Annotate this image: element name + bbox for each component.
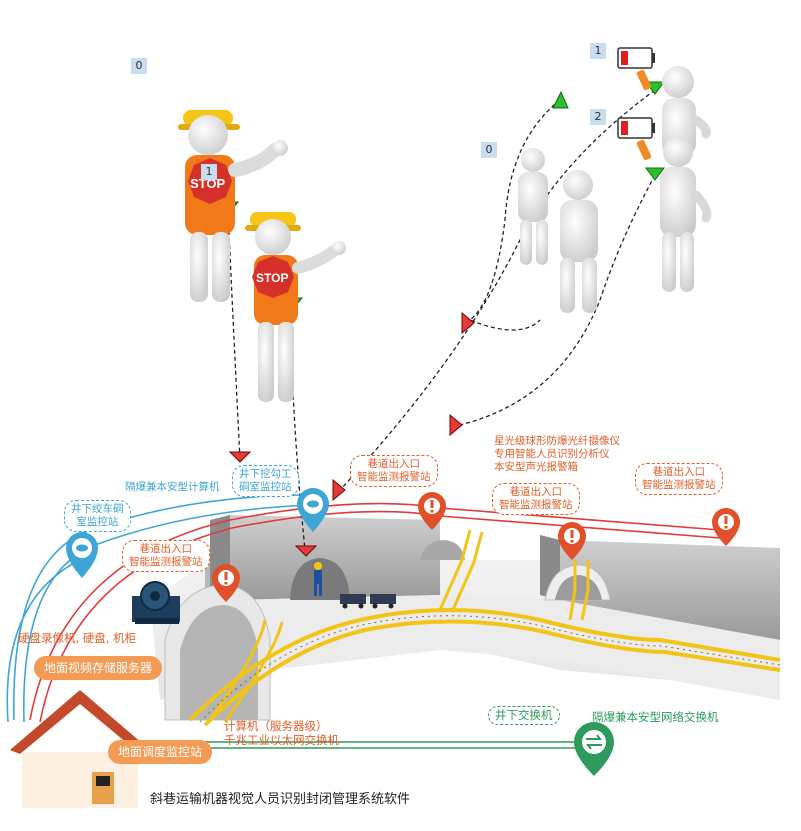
counter-middle-right: 0 [481, 142, 497, 158]
alarm-marker-icon [212, 492, 740, 602]
counter-top-right-2: 2 [590, 109, 606, 125]
hook-station: 井下挖勾工 硐室监控站 [232, 465, 299, 497]
figure-walking-group [518, 148, 598, 313]
camera-spec-label: 星光级球形防爆光纤摄像仪 专用智能人员识别分析仪 本安型声光报警箱 [494, 435, 620, 473]
alarm-station-1: 巷道出入口 智能监测报警站 [122, 540, 210, 572]
alarm-station-4: 巷道出入口 智能监测报警站 [635, 463, 723, 495]
green-cable [140, 741, 575, 749]
server-computer-label: 计算机（服务器级） [224, 719, 328, 733]
stop-sign-icon: STOP [256, 271, 288, 285]
winch-room-station: 井下绞车硐 室监控站 [64, 500, 131, 532]
worker-figure [314, 562, 322, 596]
system-title: 斜巷运输机器视觉人员识别封闭管理系统软件 [150, 792, 411, 807]
alarm-station-3: 巷道出入口 智能监测报警站 [492, 483, 580, 515]
switch-marker-icon [574, 722, 614, 776]
nvr-label: 硬盘录像机, 硬盘, 机柜 [18, 631, 137, 645]
storage-server-pill: 地面视频存储服务器 [34, 656, 163, 680]
winch-machine [132, 581, 180, 624]
figure-phone-2 [636, 137, 712, 292]
counter-top-right-1: 1 [590, 43, 606, 59]
tunnel-floor [150, 515, 780, 721]
dashed-paths [227, 89, 656, 551]
computer-intrinsic-label: 隔爆兼本安型计算机 [125, 481, 220, 493]
eye-camera-icon [66, 488, 329, 578]
figure-hardhat-2 [245, 212, 346, 402]
counter-stop: 1 [201, 164, 217, 180]
underground-switch-box: 井下交换机 [488, 706, 560, 725]
ethernet-switch-label: 千兆工业以太网交换机 [224, 733, 339, 747]
battery-icon [617, 47, 655, 139]
mine-carts [340, 594, 396, 609]
alarm-station-2: 巷道出入口 智能监测报警站 [350, 455, 438, 487]
rail-tracks [188, 529, 781, 727]
network-switch-label: 隔爆兼本安型网络交换机 [592, 710, 719, 724]
red-flag-icon [228, 311, 475, 557]
red-cables [29, 502, 721, 723]
counter-top-left: 0 [131, 58, 147, 74]
dispatch-station-pill: 地面调度监控站 [108, 740, 213, 764]
figure-hardhat-1 [178, 110, 288, 302]
